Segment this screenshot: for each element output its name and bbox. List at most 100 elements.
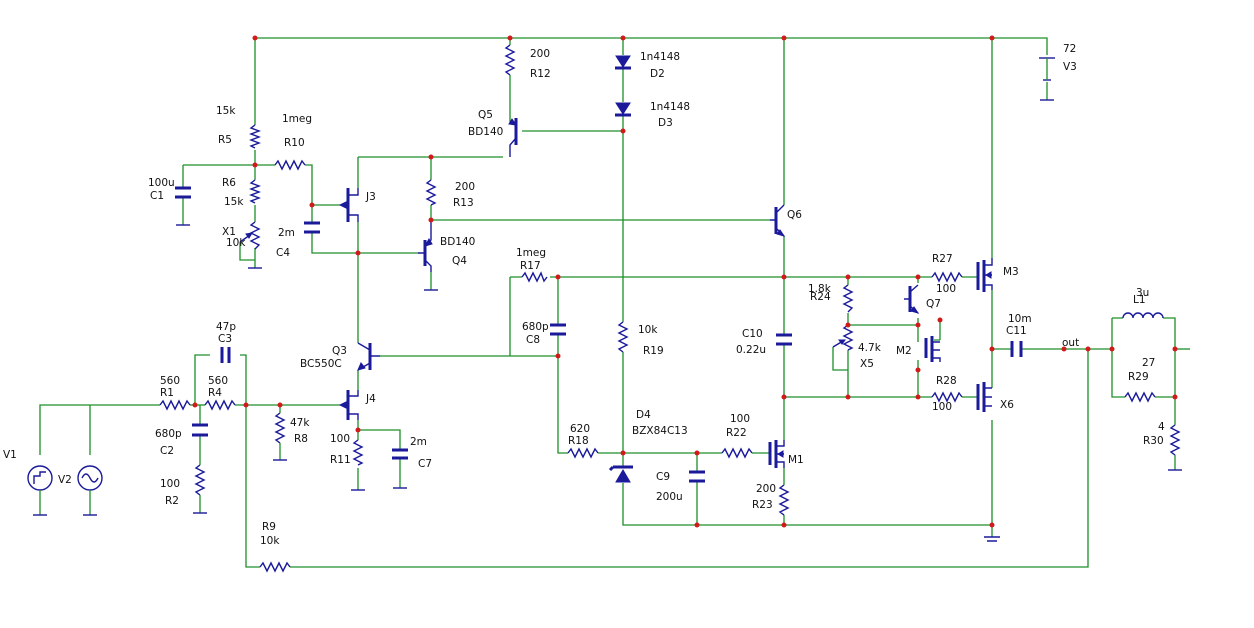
transistor-q6 (770, 204, 786, 237)
label-d3-value: 1n4148 (650, 101, 690, 113)
label-r8-ref: R8 (294, 433, 308, 445)
transistor-q3 (357, 342, 380, 371)
capacitor-c9 (689, 470, 705, 483)
mosfet-m1 (768, 440, 785, 468)
label-c3-value: 47p (216, 321, 236, 333)
label-r29-value: 27 (1142, 357, 1155, 369)
label-c1-value: 100u (148, 177, 175, 189)
capacitor-c7 (392, 448, 408, 460)
capacitor-c10 (776, 333, 792, 346)
jfet-j4 (338, 390, 359, 420)
label-c8-ref: C8 (526, 334, 540, 346)
resistor-r12 (504, 44, 516, 76)
wires (39, 37, 1190, 568)
label-q5-ref: Q5 (478, 109, 493, 121)
resistor-r24 (842, 284, 854, 313)
label-c4-value: 2m (278, 227, 295, 239)
label-d2-ref: D2 (650, 68, 665, 80)
label-r30-ref: R30 (1143, 435, 1164, 447)
label-r10-ref: R10 (284, 137, 305, 149)
label-r17-value: 1meg (516, 247, 546, 259)
resistor-r9 (259, 561, 291, 573)
label-q7-ref: Q7 (926, 298, 941, 310)
label-v2-ref: V2 (58, 474, 72, 486)
label-x5-ref: X5 (860, 358, 874, 370)
resistor-r10 (274, 159, 306, 171)
components (27, 44, 1182, 573)
label-x1-value: 10k (226, 237, 246, 249)
mosfet-x6 (976, 382, 992, 412)
label-r11-ref: R11 (330, 454, 351, 466)
label-r12-ref: R12 (530, 68, 551, 80)
potentiometer-x5 (832, 324, 854, 351)
label-v3-ref: V3 (1063, 61, 1077, 73)
label-q4-value: BD140 (440, 236, 475, 248)
label-r2-value: 100 (160, 478, 180, 490)
diode-d3 (615, 102, 631, 117)
label-r5-value: 15k (216, 105, 236, 117)
label-l1-value: 3u (1136, 287, 1149, 299)
label-r4-value: 560 (208, 375, 228, 387)
jfet-j3 (338, 188, 359, 222)
mosfet-m2 (924, 336, 941, 362)
label-j4-ref: J4 (365, 393, 376, 405)
label-net-out: out (1062, 337, 1079, 349)
resistor-r27 (931, 271, 963, 283)
label-d4-ref: D4 (636, 409, 651, 421)
label-q6-ref: Q6 (787, 209, 802, 221)
resistor-r23 (778, 484, 790, 516)
label-x1-ref: X1 (222, 226, 236, 238)
label-c11-value: 10m (1008, 313, 1032, 325)
resistor-r29 (1124, 391, 1156, 403)
capacitor-c1 (175, 186, 191, 199)
label-m3-ref: M3 (1003, 266, 1019, 278)
label-r9-value: 10k (260, 535, 280, 547)
diode-d2 (615, 55, 631, 70)
label-r18-ref: R18 (568, 435, 589, 447)
label-r22-ref: R22 (726, 427, 747, 439)
transistor-q5 (508, 118, 518, 157)
label-v1-ref: V1 (3, 449, 17, 461)
label-r10-value: 1meg (282, 113, 312, 125)
label-q4-ref: Q4 (452, 255, 467, 267)
resistor-r28 (931, 391, 963, 403)
label-r11-value: 100 (330, 433, 350, 445)
label-m1-ref: M1 (788, 454, 804, 466)
label-r13-ref: R13 (453, 197, 474, 209)
label-q3-value: BC550C (300, 358, 342, 370)
label-r23-ref: R23 (752, 499, 773, 511)
label-r6-value: 15k (224, 196, 244, 208)
label-x5-value: 4.7k (858, 342, 882, 354)
label-r22-value: 100 (730, 413, 750, 425)
label-q5-value: BD140 (468, 126, 503, 138)
capacitor-c11 (1010, 341, 1023, 357)
label-l1-ref: L1 (1133, 294, 1146, 306)
label-r6-ref: R6 (222, 177, 236, 189)
resistor-r17 (521, 271, 548, 283)
label-c10-value: 0.22u (736, 344, 766, 356)
label-r18-value: 620 (570, 423, 590, 435)
label-r29-ref: R29 (1128, 371, 1149, 383)
zener-d4 (608, 465, 633, 483)
label-d3-ref: D3 (658, 117, 673, 129)
label-r24-ref: R24 (810, 291, 831, 303)
label-r1-ref: R1 (160, 387, 174, 399)
label-r4-ref: R4 (208, 387, 222, 399)
label-c4-ref: C4 (276, 247, 290, 259)
label-r17-ref: R17 (520, 260, 541, 272)
resistor-r18 (567, 447, 599, 459)
capacitor-c4 (304, 221, 320, 234)
capacitor-c2 (192, 423, 208, 437)
label-r1-value: 560 (160, 375, 180, 387)
label-m2-ref: M2 (896, 345, 912, 357)
label-r23-value: 200 (756, 483, 776, 495)
label-r24-value: 1.8k (808, 283, 832, 295)
label-c2-value: 680p (155, 428, 182, 440)
label-r19-ref: R19 (643, 345, 664, 357)
resistor-r2 (194, 464, 206, 496)
label-r19-value: 10k (638, 324, 658, 336)
labels: V1 V2 72 V3 560 R1 560 R4 680p C2 100 R2… (3, 43, 1165, 547)
label-r9-ref: R9 (262, 521, 276, 533)
label-c1-ref: C1 (150, 190, 164, 202)
